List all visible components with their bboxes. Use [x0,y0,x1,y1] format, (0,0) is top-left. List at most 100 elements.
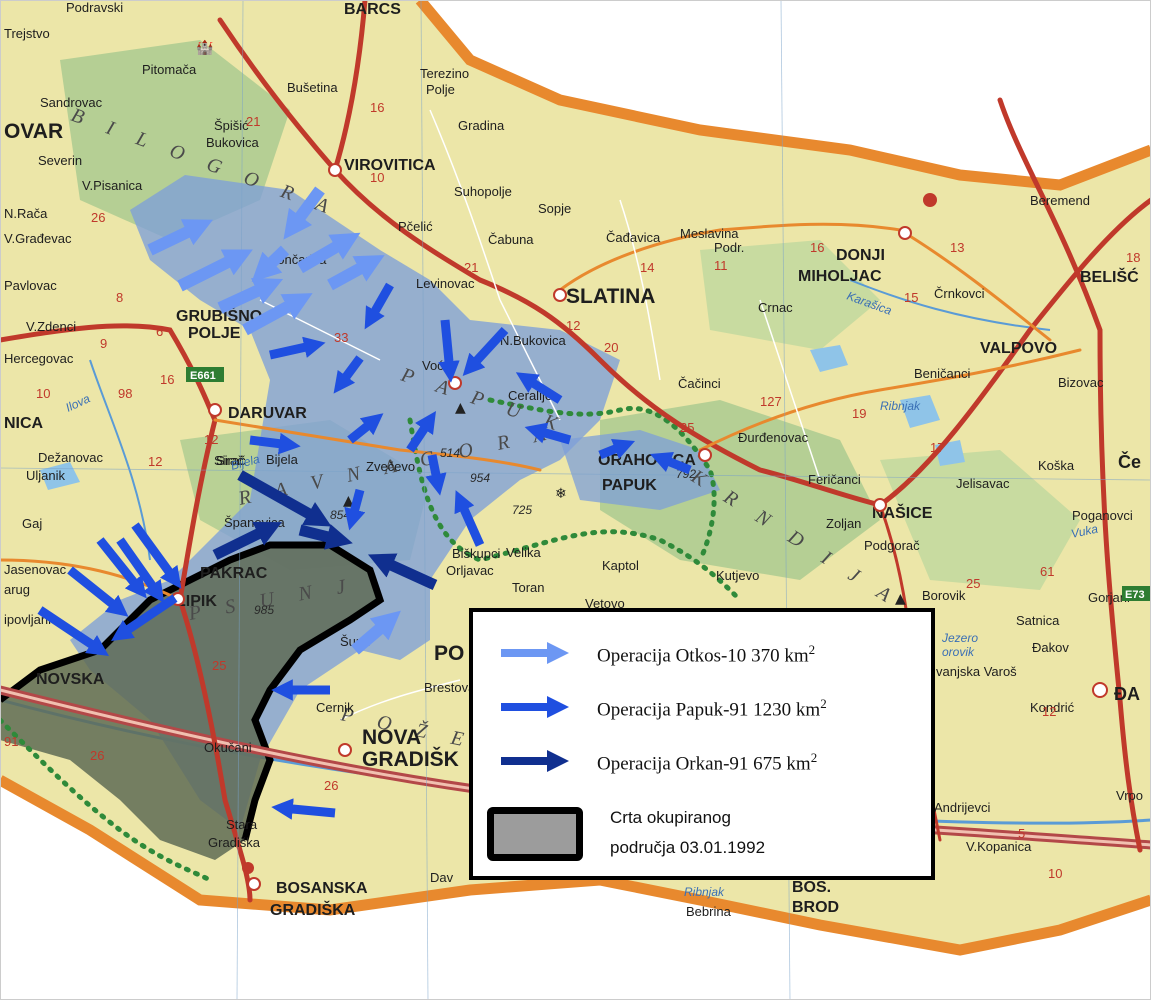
road-number: 8 [116,290,123,305]
place-label: Jelisavac [956,476,1010,491]
place-label: NOVA [362,726,421,749]
border-crossing-icon [242,862,254,874]
place-label: Gorjani [1088,590,1130,605]
place-label: Kondrić [1030,700,1075,715]
place-label: VALPOVO [980,340,1057,357]
place-label: Satnica [1016,613,1060,628]
place-label: NOVSKA [36,671,105,688]
legend-occupied-line1: Crta okupiranog [610,808,731,827]
place-label: Meslavina [680,226,739,241]
place-label: Bizovac [1058,375,1104,390]
legend-unit-exp: 2 [810,750,818,765]
legend-occupied-line2: područja 03.01.1992 [610,838,766,857]
road-number: 18 [1126,250,1140,265]
legend-area: 675 [753,753,782,775]
place-label: Če [1118,451,1141,472]
place-label: Vrpo [1116,788,1143,803]
lake [810,345,848,372]
place-label: POLJE [188,325,241,342]
place-label: Bukovica [206,135,260,150]
place-label: LIPIK [176,593,217,610]
water-label: Vuka [1070,522,1100,541]
road-number: 16 [370,100,384,115]
forest-zone [700,240,880,350]
road-number: 26 [90,748,104,763]
place-label: Toran [512,580,545,595]
road-number: 11 [714,258,728,273]
place-label: Levinovac [416,276,475,291]
place-label: BARCS [344,1,401,18]
place-label: Kaptol [602,558,639,573]
park-boundary [487,397,717,563]
legend-area: 1230 [753,699,792,721]
place-label: N.Bukovica [500,333,567,348]
arrow-dark-blue-icon [501,750,569,772]
mountain-peak-icon: ▲ [895,591,906,607]
arrows-papuk-91 [37,282,692,820]
place-label: Dav [430,870,454,885]
road-number: 6 [156,324,163,339]
place-label: NICA [4,415,44,432]
place-label: Čađavica [606,230,661,245]
town-markers [171,163,1108,891]
operation-area-east [560,430,720,510]
place-label: Jasenovac [4,562,67,577]
park-boundary [407,417,743,603]
road-number: 20 [604,340,618,355]
place-label: PAPUK [602,477,657,494]
place-label: Orljavac [446,563,494,578]
road-number: 13 [950,240,964,255]
place-label: OVAR [4,120,63,143]
road-number: 12 [566,318,580,333]
river [89,359,151,561]
road-number: 21 [464,260,478,275]
legend-label: Operacija Papuk-91 [597,699,749,721]
arrow-blue-icon [501,696,569,718]
snowflake-icon: ❄ [555,486,567,502]
castle-icon: 🏰 [196,39,214,56]
place-label: PO [434,642,464,665]
place-label: Crnac [758,300,793,315]
place-label: N.Rača [4,206,48,221]
place-label: Trejstvo [4,26,50,41]
road-shield [1122,586,1151,601]
place-label: Bušetina [287,80,338,95]
place-label: vanjska Varoš [936,664,1017,679]
road-number: 26 [324,778,338,793]
place-label: Suhopolje [454,184,512,199]
road-number: 14 [640,260,654,275]
road-number: 25 [966,576,980,591]
place-label: Andrijevci [934,800,990,815]
place-label: ĐA [1114,684,1140,704]
outside-south [0,790,1151,1000]
place-label: Gradiška [208,835,261,850]
place-label: Đakov [1032,640,1069,655]
arrows-otkos-10 [147,186,401,655]
place-label: Dežanovac [38,450,104,465]
place-label: V.Pisanica [82,178,143,193]
place-label: Feričanci [808,472,861,487]
state-border [415,0,1151,191]
road-number: 26 [91,210,105,225]
road-shield [186,367,224,382]
water-label: Ribnjak [684,885,725,899]
place-label: Čabuna [488,232,534,247]
place-label: GRADIŠK [362,747,459,771]
place-label: Gaj [22,516,42,531]
place-label: Čačinci [678,376,721,391]
road-number: 9 [100,336,107,351]
road-number: 15 [904,290,918,305]
place-label: Cernik [316,700,354,715]
mountain-peak-icon: ▲ [343,493,354,509]
road-number: 10 [36,386,50,401]
place-label: Biškupci [452,546,501,561]
place-label: Severin [38,153,82,168]
place-label: Špišić [214,118,249,133]
road-number: 12 [204,432,218,447]
place-label: Gradina [458,118,505,133]
state-border-south [0,775,1151,956]
road-number: 19 [852,406,866,421]
water-label: orovik [942,645,975,659]
place-label: Bebrina [686,904,732,919]
